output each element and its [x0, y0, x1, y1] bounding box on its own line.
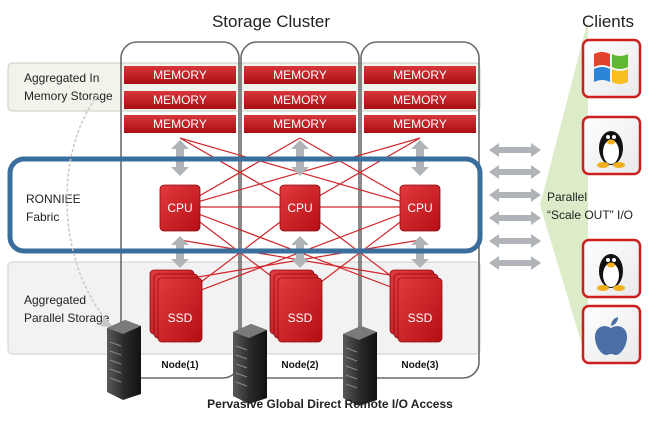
client-4: [581, 304, 642, 365]
memory-label: MEMORY: [273, 93, 327, 107]
cpu-label: CPU: [287, 201, 312, 215]
node-frame-1: [120, 41, 240, 379]
ssd-stack: SSD: [389, 269, 443, 343]
server-tower-icon: [107, 320, 141, 400]
memory-label: MEMORY: [393, 68, 447, 82]
memory-block: MEMORY: [364, 66, 476, 84]
memory-block: MEMORY: [124, 115, 236, 133]
fabric-label-line-2: Fabric: [26, 210, 59, 224]
cpu-chip: CPU: [159, 184, 201, 232]
io-arrow: [489, 165, 541, 179]
footer-caption: Pervasive Global Direct Remote I/O Acces…: [207, 397, 453, 411]
memory-label: MEMORY: [153, 68, 207, 82]
ssd-label: SSD: [408, 311, 433, 325]
client-wedge: [540, 20, 588, 365]
io-arrow: [489, 188, 541, 202]
cpu-chip: CPU: [279, 184, 321, 232]
io-arrow: [489, 256, 541, 270]
memory-block: MEMORY: [244, 66, 356, 84]
fabric-label-line-1: RONNIEE: [26, 192, 81, 206]
client-3: [581, 238, 642, 299]
parallel-io-line-2: “Scale OUT” I/O: [547, 208, 633, 222]
cpu-label: CPU: [167, 201, 192, 215]
memory-label: MEMORY: [153, 93, 207, 107]
cpu-label: CPU: [407, 201, 432, 215]
memory-to-storage-arrowhead: [100, 316, 114, 328]
memory-label: MEMORY: [393, 93, 447, 107]
node-frame-2: [240, 41, 360, 379]
memory-block: MEMORY: [244, 91, 356, 109]
apple-logo-icon: [595, 317, 627, 355]
memory-to-storage-arrow: [66, 94, 109, 323]
storage-label-line-1: Aggregated: [24, 293, 86, 307]
ssd-stack: SSD: [269, 269, 323, 343]
memory-block: MEMORY: [124, 91, 236, 109]
memory-label: MEMORY: [273, 117, 327, 131]
memory-block: MEMORY: [124, 66, 236, 84]
io-arrow: [489, 211, 541, 225]
ssd-label: SSD: [168, 311, 193, 325]
windows-logo-icon: [594, 52, 628, 84]
memory-label: MEMORY: [153, 117, 207, 131]
client-2: [581, 115, 642, 176]
io-arrow: [489, 143, 541, 157]
cluster-title: Storage Cluster: [212, 12, 330, 31]
ronniee-fabric-band: [7, 156, 483, 254]
ssd-stack: SSD: [149, 269, 203, 343]
io-arrow: [489, 234, 541, 248]
storage-label-line-2: Parallel Storage: [24, 311, 110, 325]
memory-label-line-2: Memory Storage: [24, 89, 113, 103]
client-1: [581, 38, 642, 99]
clients-title: Clients: [582, 12, 634, 31]
memory-label-line-1: Aggregated In: [24, 71, 99, 85]
server-tower-icon: [233, 324, 267, 404]
server-tower-icon: [343, 326, 377, 406]
memory-block: MEMORY: [244, 115, 356, 133]
memory-block: MEMORY: [364, 91, 476, 109]
memory-block: MEMORY: [364, 115, 476, 133]
node-label: Node(3): [401, 360, 438, 371]
node-label: Node(2): [281, 360, 318, 371]
linux-penguin-icon: [597, 131, 625, 168]
memory-label: MEMORY: [393, 117, 447, 131]
ssd-label: SSD: [288, 311, 313, 325]
cpu-chip: CPU: [399, 184, 441, 232]
parallel-io-line-1: Parallel: [547, 190, 587, 204]
linux-penguin-icon: [597, 254, 625, 291]
memory-label: MEMORY: [273, 68, 327, 82]
node-label: Node(1): [161, 360, 198, 371]
